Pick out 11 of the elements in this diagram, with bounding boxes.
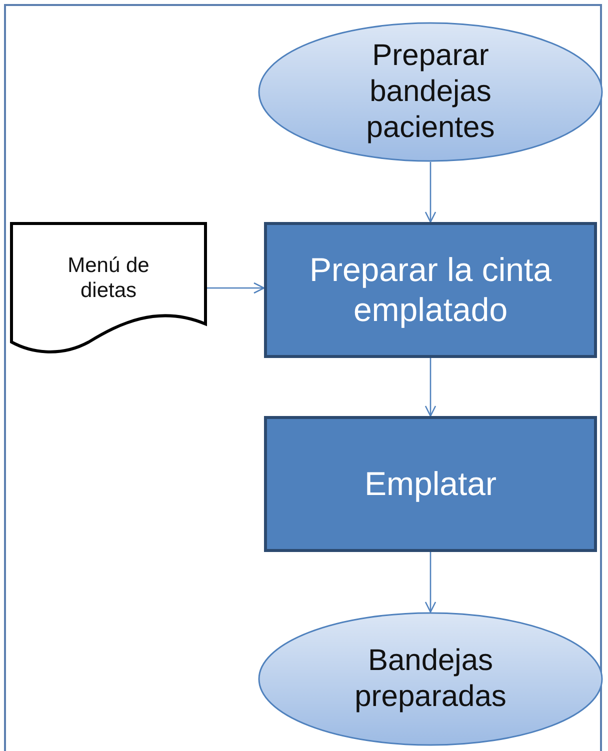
process-box (264, 416, 597, 552)
arrow (207, 282, 265, 294)
process-box (264, 222, 597, 358)
arrow (424, 358, 436, 417)
node-label: Menú de dietas (66, 252, 150, 304)
arrow (424, 552, 436, 613)
node-label: Bandejas preparadas (354, 643, 508, 715)
arrow (424, 162, 436, 223)
node-label: Preparar bandejas pacientes (365, 38, 496, 146)
node-label: Preparar la cinta emplatado (308, 250, 553, 330)
node-label: Emplatar (364, 464, 497, 504)
